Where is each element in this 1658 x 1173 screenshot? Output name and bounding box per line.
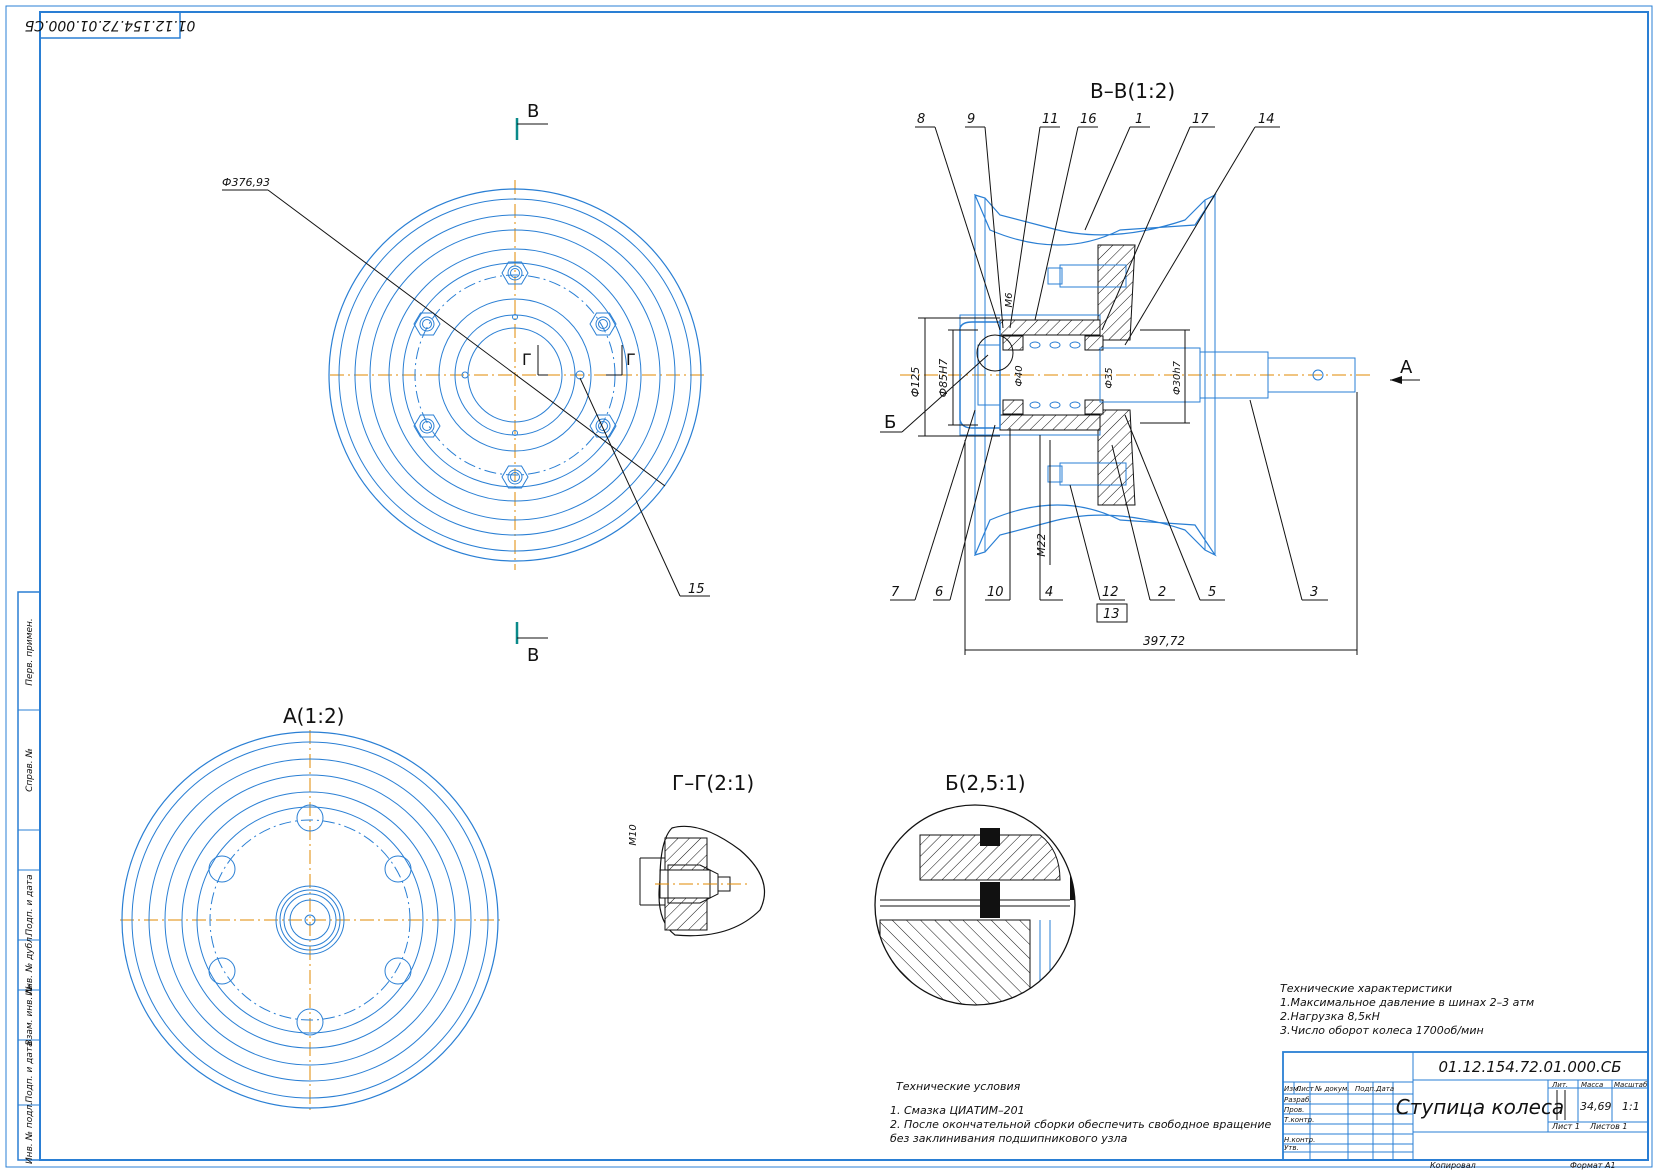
outer-frame	[5, 5, 1653, 1168]
dim-d40: Ф40	[1014, 365, 1025, 386]
dim-d125: Ф125	[909, 367, 922, 397]
tb-sheets: Листов 1	[1589, 1122, 1628, 1131]
dim-d376: Ф376,93	[222, 176, 270, 189]
detail-b-title: Б(2,5:1)	[945, 771, 1026, 795]
rotated-code-box: 01.12.154.72.01.000.СБ	[25, 11, 196, 39]
tech-cond-title: Технические условия	[896, 1080, 1021, 1093]
tech-specs-line2: 2.Нагрузка 8,5кН	[1280, 1010, 1380, 1023]
callout-10: 10	[987, 585, 1004, 600]
callout-15: 15	[688, 582, 705, 597]
tb-r-doc: № докум.	[1314, 1085, 1350, 1093]
tb-h-mass: Масса	[1581, 1081, 1603, 1089]
strip-s6: Подп. и дата	[25, 1041, 35, 1102]
callout-6: 6	[935, 585, 943, 600]
rotated-code-text: 01.12.154.72.01.000.СБ	[25, 17, 196, 33]
left-strip: Перв. примен. Справ. № Подп. и дата Инв.…	[17, 591, 41, 1164]
callout-14: 14	[1258, 112, 1275, 127]
tb-r-tkontr: Т.контр.	[1284, 1116, 1314, 1124]
tech-specs-line3: 3.Число оборот колеса 1700об/мин	[1280, 1024, 1484, 1037]
dim-d30: Ф30h7	[1172, 360, 1183, 395]
tech-cond-line2: 2. После окончательной сборки обеспечить…	[890, 1118, 1272, 1131]
section-vv-title: В–В(1:2)	[1090, 79, 1175, 103]
tb-r-nkontr: Н.контр.	[1284, 1136, 1315, 1144]
tb-code: 01.12.154.72.01.000.СБ	[1439, 1058, 1622, 1076]
tb-r-izm: Изм.	[1284, 1085, 1300, 1093]
tech-cond-line3: без заклинивания подшипникового узла	[890, 1132, 1128, 1145]
callout-11: 11	[1042, 112, 1059, 127]
callout-16: 16	[1080, 112, 1097, 127]
view-a: А(1:2)	[120, 704, 500, 1110]
callout-12: 12	[1102, 585, 1119, 600]
cut-g-right: Г	[626, 350, 636, 369]
dim-m22: М22	[1035, 533, 1048, 557]
section-vv: В–В(1:2)	[880, 79, 1420, 655]
tech-specs-line1: 1.Максимальное давление в шинах 2–3 атм	[1280, 996, 1534, 1009]
tb-r-sign: Подп.	[1355, 1085, 1376, 1093]
strip-s2: Справ. №	[25, 748, 35, 792]
dim-len: 397,72	[1143, 634, 1185, 648]
tech-cond-line1: 1. Смазка ЦИАТИМ–201	[890, 1104, 1025, 1117]
front-view: Ф376,93 15 В В Г Г	[222, 101, 710, 666]
strip-s7: Инв. № подл.	[25, 1102, 35, 1164]
bottom-callouts	[890, 399, 1328, 623]
callout-3: 3	[1310, 585, 1318, 600]
tech-specs-title: Технические характеристики	[1280, 982, 1452, 995]
cut-g-left: Г	[522, 350, 532, 369]
strip-s5: Взам. инв. №	[25, 984, 35, 1045]
tech-conditions: Технические условия 1. Смазка ЦИАТИМ–201…	[890, 1080, 1272, 1145]
tb-name: Ступица колеса	[1396, 1095, 1564, 1119]
tb-scale: 1:1	[1622, 1100, 1640, 1113]
callout-7: 7	[891, 585, 900, 600]
callout-8: 8	[917, 112, 925, 127]
section-gg: Г–Г(2:1) М10	[628, 771, 766, 937]
strip-s3: Подп. и дата	[25, 874, 35, 935]
tb-r-utv: Утв.	[1284, 1144, 1299, 1152]
tb-sheet: Лист 1	[1551, 1122, 1580, 1131]
dim-d35: Ф35	[1104, 367, 1115, 388]
dim-m6: М6	[1004, 293, 1015, 308]
callout-4: 4	[1045, 585, 1053, 600]
top-callouts	[915, 126, 1280, 346]
cut-v-top: В	[527, 101, 539, 122]
tb-r-date: Дата	[1375, 1085, 1394, 1093]
strip-s1: Перв. примен.	[25, 618, 35, 686]
dim-d85: Ф85H7	[937, 359, 950, 398]
tb-h-scale: Масштаб	[1614, 1081, 1648, 1089]
tb-h-lit: Лит.	[1551, 1081, 1568, 1089]
callout-5: 5	[1208, 585, 1216, 600]
callout-2: 2	[1158, 585, 1166, 600]
title-block: Изм. Лист № докум. Подп. Дата Разраб. Пр…	[1282, 1051, 1649, 1170]
cut-v-bottom: В	[527, 645, 539, 666]
tb-copied: Копировал	[1430, 1161, 1476, 1170]
tb-mass: 34,69	[1580, 1100, 1612, 1113]
strip-s4: Инв. № дубл.	[25, 934, 35, 996]
detail-b-label: Б	[884, 412, 896, 433]
inner-frame	[39, 11, 1649, 1161]
callout-13: 13	[1103, 607, 1120, 622]
section-gg-title: Г–Г(2:1)	[672, 771, 754, 795]
view-a-title: А(1:2)	[283, 704, 344, 728]
callout-1: 1	[1135, 112, 1143, 127]
tb-format: Формат А1	[1570, 1161, 1616, 1170]
detail-b: Б(2,5:1)	[874, 771, 1076, 1006]
arrow-a-label: А	[1400, 357, 1413, 378]
bolt-hexes	[413, 261, 617, 489]
tech-specs: Технические характеристики 1.Максимально…	[1280, 982, 1534, 1037]
tb-r-list: Лист	[1295, 1085, 1315, 1093]
tb-r-razrab: Разраб.	[1284, 1096, 1312, 1104]
callout-17: 17	[1192, 112, 1209, 127]
tb-r-prov: Пров.	[1284, 1106, 1304, 1114]
dim-m10: М10	[628, 824, 639, 845]
callout-9: 9	[967, 112, 975, 127]
